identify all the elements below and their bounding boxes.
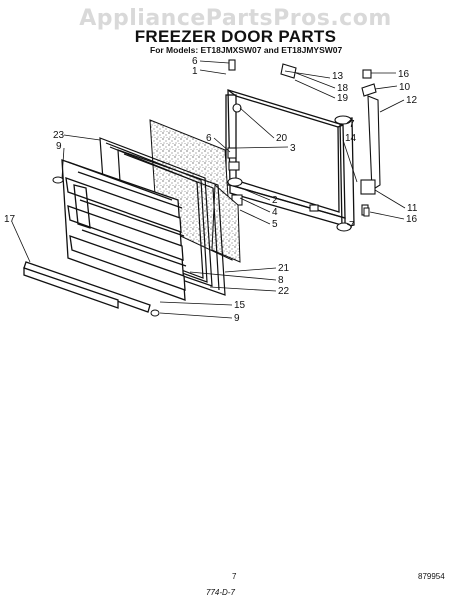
callout-20: 20 bbox=[276, 133, 288, 144]
callout-2: 2 bbox=[272, 195, 278, 206]
callout-labels: 6 1 13 16 18 10 19 12 7 20 23 9 6 3 14 2… bbox=[4, 56, 418, 324]
callout-17: 17 bbox=[4, 214, 16, 225]
callout-3: 3 bbox=[290, 143, 296, 154]
drawing-reference: 774-D-7 bbox=[206, 588, 235, 597]
callout-21: 21 bbox=[278, 263, 290, 274]
callout-18: 18 bbox=[337, 83, 349, 94]
diagram-title: FREEZER DOOR PARTS bbox=[134, 27, 337, 46]
callout-14: 14 bbox=[345, 133, 357, 144]
callout-5: 5 bbox=[272, 219, 278, 230]
callout-7-top: 7 bbox=[349, 119, 355, 130]
callout-22: 22 bbox=[278, 286, 290, 297]
callout-23: 23 bbox=[53, 130, 65, 141]
callout-6-mid: 6 bbox=[206, 133, 212, 144]
cabinet-frame bbox=[225, 89, 355, 229]
callout-16-top: 16 bbox=[398, 69, 410, 80]
callout-6-top: 6 bbox=[192, 56, 198, 67]
door-liner bbox=[61, 159, 187, 301]
callout-8: 8 bbox=[278, 275, 284, 286]
callout-9-left: 9 bbox=[56, 141, 62, 152]
watermark: AppliancePartsPros.com bbox=[79, 6, 392, 31]
model-subtitle: For Models: ET18JMXSW07 and ET18JMYSW07 bbox=[150, 45, 343, 55]
leader-lines bbox=[11, 60, 406, 319]
page-number: 7 bbox=[232, 572, 237, 581]
callout-9-bottom: 9 bbox=[234, 313, 240, 324]
screws bbox=[52, 176, 370, 317]
callout-19: 19 bbox=[337, 93, 349, 104]
door-shelf-bar bbox=[23, 261, 151, 313]
callout-13: 13 bbox=[332, 71, 344, 82]
drawing-code: 879954 bbox=[418, 572, 445, 581]
callout-7-bottom: 7 bbox=[349, 220, 355, 231]
callout-10: 10 bbox=[399, 82, 411, 93]
callout-16-bottom: 16 bbox=[406, 214, 418, 225]
callout-4: 4 bbox=[272, 207, 278, 218]
callout-11: 11 bbox=[407, 203, 418, 214]
callout-12: 12 bbox=[406, 95, 418, 106]
callout-1: 1 bbox=[192, 66, 198, 77]
hinge-top-right bbox=[280, 63, 381, 216]
callout-15: 15 bbox=[234, 300, 246, 311]
